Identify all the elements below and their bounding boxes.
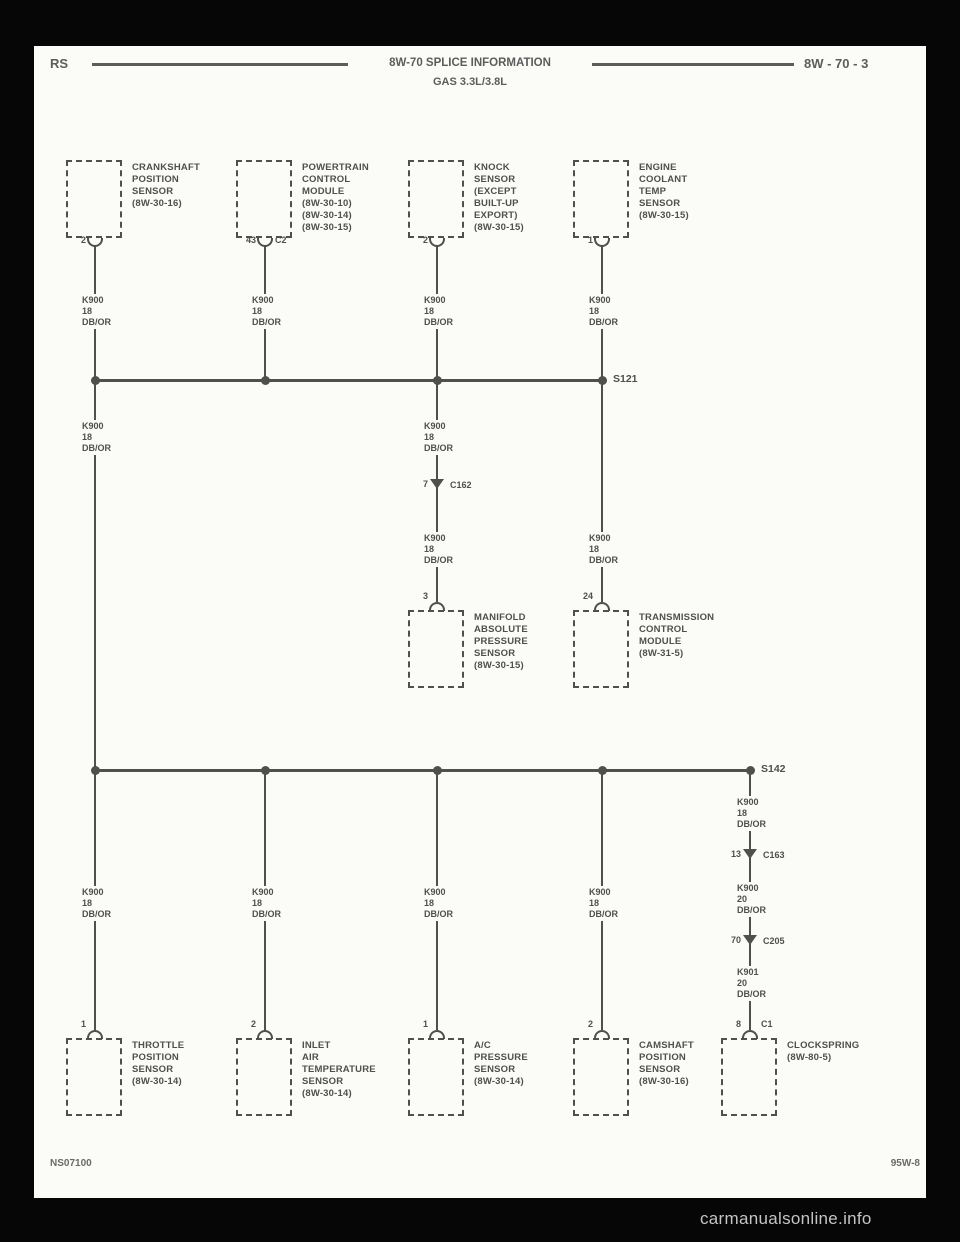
pin-knock-sensor: 2 xyxy=(422,235,428,245)
inline-connector-icon-c163 xyxy=(743,849,757,859)
pin-throttle-position-sensor: 1 xyxy=(80,1019,86,1029)
component-box-camshaft-position-sensor xyxy=(573,1038,629,1116)
inline-connector-icon-c162 xyxy=(430,479,444,489)
pin-camshaft-position-sensor: 2 xyxy=(587,1019,593,1029)
junction-dot-s121-4 xyxy=(598,376,607,385)
pin-manifold-absolute-pressure-sensor: 3 xyxy=(422,591,428,601)
wire-label-knock-drop: K900 18 DB/OR xyxy=(422,294,455,329)
wire-label-clockspring-lower: K901 20 DB/OR xyxy=(735,966,768,1001)
page-title: 8W-70 SPLICE INFORMATION xyxy=(389,57,551,69)
wire-label-pcm-drop: K900 18 DB/OR xyxy=(250,294,283,329)
connector-cup-icon-clockspring xyxy=(742,1030,758,1039)
header-rule-right xyxy=(592,63,794,66)
connector-cup-icon-cmp xyxy=(594,1030,610,1039)
component-box-manifold-absolute-pressure-sensor xyxy=(408,610,464,688)
inline-connector-icon-c205 xyxy=(743,935,757,945)
wire-label-clockspring-mid: K900 20 DB/OR xyxy=(735,882,768,917)
pin-crankshaft-position-sensor: 2 xyxy=(80,235,86,245)
connector-cup-icon-ac xyxy=(429,1030,445,1039)
wire-left-trunk-line xyxy=(94,380,96,770)
component-label-camshaft-position-sensor: CAMSHAFT POSITION SENSOR (8W-30-16) xyxy=(639,1040,694,1087)
component-box-throttle-position-sensor xyxy=(66,1038,122,1116)
component-box-clockspring xyxy=(721,1038,777,1116)
wire-map-branch-line xyxy=(436,380,438,602)
component-box-transmission-control-module xyxy=(573,610,629,688)
page-subtitle: GAS 3.3L/3.8L xyxy=(433,76,507,88)
pin-inlet-air-temperature-sensor: 2 xyxy=(250,1019,256,1029)
wire-label-cmp-drop: K900 18 DB/OR xyxy=(587,886,620,921)
connector-name-c205: C205 xyxy=(763,936,785,946)
connector-name-c163: C163 xyxy=(763,850,785,860)
component-label-manifold-absolute-pressure-sensor: MANIFOLD ABSOLUTE PRESSURE SENSOR (8W-30… xyxy=(474,612,528,671)
component-label-throttle-position-sensor: THROTTLE POSITION SENSOR (8W-30-14) xyxy=(132,1040,185,1087)
junction-dot-s121-2 xyxy=(261,376,270,385)
pin-clockspring: 8 xyxy=(735,1019,741,1029)
component-label-transmission-control-module: TRANSMISSION CONTROL MODULE (8W-31-5) xyxy=(639,612,715,659)
connector-cup-icon-ect xyxy=(594,238,610,247)
junction-dot-s142-3 xyxy=(433,766,442,775)
wire-label-map-upper: K900 18 DB/OR xyxy=(422,420,455,455)
splice-bus-s142-line xyxy=(94,769,751,772)
splice-bus-s121-line xyxy=(94,379,605,382)
junction-dot-s142-2 xyxy=(261,766,270,775)
connector-cup-icon-tps xyxy=(87,1030,103,1039)
component-box-powertrain-control-module xyxy=(236,160,292,238)
wire-label-ect-drop: K900 18 DB/OR xyxy=(587,294,620,329)
wire-label-map-lower: K900 18 DB/OR xyxy=(422,532,455,567)
header-rule-left xyxy=(92,63,348,66)
pin-c163: 13 xyxy=(730,849,741,859)
component-label-clockspring: CLOCKSPRING (8W-80-5) xyxy=(787,1040,860,1063)
connector-cup-icon-iat xyxy=(257,1030,273,1039)
pin-transmission-control-module: 24 xyxy=(582,591,593,601)
wire-label-left-trunk: K900 18 DB/OR xyxy=(80,420,113,455)
wire-label-tcm-drop: K900 18 DB/OR xyxy=(587,532,620,567)
wire-label-iat-drop: K900 18 DB/OR xyxy=(250,886,283,921)
wire-label-crankshaft-drop: K900 18 DB/OR xyxy=(80,294,113,329)
junction-dot-s142-4 xyxy=(598,766,607,775)
splice-label-s121: S121 xyxy=(613,373,638,385)
wire-label-clockspring-upper: K900 18 DB/OR xyxy=(735,796,768,831)
pin-powertrain-control-module: 43 xyxy=(245,235,256,245)
connector-cup-icon-pcm xyxy=(257,238,273,247)
wire-label-tps-drop: K900 18 DB/OR xyxy=(80,886,113,921)
junction-dot-s142-5 xyxy=(746,766,755,775)
junction-dot-s121-3 xyxy=(433,376,442,385)
component-box-crankshaft-position-sensor xyxy=(66,160,122,238)
wire-label-ac-drop: K900 18 DB/OR xyxy=(422,886,455,921)
connector-cup-icon-tcm xyxy=(594,602,610,611)
junction-dot-s142-1 xyxy=(91,766,100,775)
paper-sheet xyxy=(34,46,926,1198)
component-box-knock-sensor xyxy=(408,160,464,238)
connector-name-pcm-c2: C2 xyxy=(275,235,287,245)
wire-tcm-branch-line xyxy=(601,380,603,602)
header-page-number: 8W - 70 - 3 xyxy=(804,56,869,71)
pin-c162: 7 xyxy=(422,479,428,489)
pin-engine-coolant-temp-sensor: 1 xyxy=(587,235,593,245)
header-model: RS xyxy=(50,56,69,71)
watermark-text: carmanualsonline.info xyxy=(700,1209,872,1228)
component-label-inlet-air-temperature-sensor: INLET AIR TEMPERATURE SENSOR (8W-30-14) xyxy=(302,1040,376,1099)
connector-cup-icon-map xyxy=(429,602,445,611)
pin-c205: 70 xyxy=(730,935,741,945)
component-label-engine-coolant-temp-sensor: ENGINE COOLANT TEMP SENSOR (8W-30-15) xyxy=(639,162,689,221)
connector-name-clockspring-c1: C1 xyxy=(761,1019,773,1029)
footer-sheet-code: 95W-8 xyxy=(890,1158,920,1169)
component-box-engine-coolant-temp-sensor xyxy=(573,160,629,238)
component-label-crankshaft-position-sensor: CRANKSHAFT POSITION SENSOR (8W-30-16) xyxy=(132,162,200,209)
junction-dot-s121-1 xyxy=(91,376,100,385)
pin-ac-pressure-sensor: 1 xyxy=(422,1019,428,1029)
footer-doc-code: NS07100 xyxy=(50,1158,92,1169)
connector-cup-icon-knock xyxy=(429,238,445,247)
component-label-powertrain-control-module: POWERTRAIN CONTROL MODULE (8W-30-10) (8W… xyxy=(302,162,369,233)
splice-label-s142: S142 xyxy=(761,763,786,775)
connector-name-c162: C162 xyxy=(450,480,472,490)
connector-cup-icon-crankshaft xyxy=(87,238,103,247)
component-label-knock-sensor: KNOCK SENSOR (EXCEPT BUILT-UP EXPORT) (8… xyxy=(474,162,524,233)
component-label-ac-pressure-sensor: A/C PRESSURE SENSOR (8W-30-14) xyxy=(474,1040,528,1087)
component-box-ac-pressure-sensor xyxy=(408,1038,464,1116)
component-box-inlet-air-temperature-sensor xyxy=(236,1038,292,1116)
